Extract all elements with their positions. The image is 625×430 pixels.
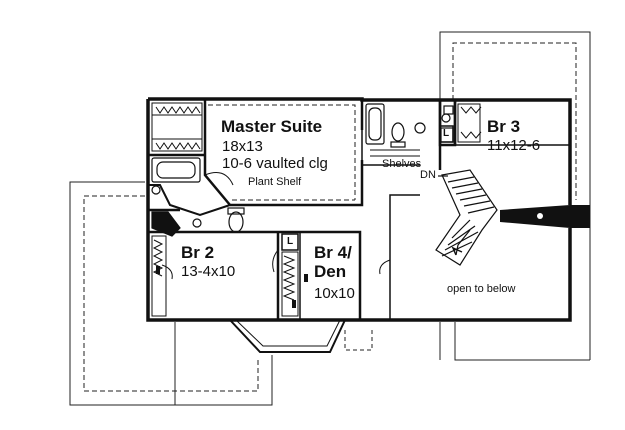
door-swings [161, 172, 391, 280]
br3-size: 11x12-6 [487, 137, 541, 154]
window-marks [156, 266, 308, 308]
master-suite-ceiling: 10-6 vaulted clg [222, 155, 328, 172]
br4-name-line2: Den [314, 262, 347, 281]
master-suite-name: Master Suite [221, 117, 323, 136]
bay-window [229, 319, 346, 353]
linen-closets [281, 125, 454, 251]
bath-fixtures [151, 103, 454, 237]
stair-down-label: DN [420, 169, 436, 181]
closet-shelving [151, 102, 482, 317]
br4-size: 10x10 [314, 285, 355, 302]
master-suite-size: 18x13 [222, 138, 263, 155]
br2-size: 13-4x10 [181, 263, 236, 280]
staircase [435, 169, 498, 266]
br4-name-line1: Br 4/ [314, 243, 352, 262]
linen-closet-label-br4: L [287, 236, 294, 247]
vaulted-ceiling-lines [208, 104, 356, 201]
chimney [500, 205, 590, 228]
shelves-label: Shelves [382, 158, 422, 170]
br3-name: Br 3 [487, 117, 521, 136]
roof-outline [69, 31, 591, 406]
br2-name: Br 2 [181, 243, 215, 262]
open-to-below-label: open to below [447, 283, 516, 295]
plant-shelf-label: Plant Shelf [248, 176, 302, 188]
linen-closet-label-br3: L [443, 128, 450, 139]
